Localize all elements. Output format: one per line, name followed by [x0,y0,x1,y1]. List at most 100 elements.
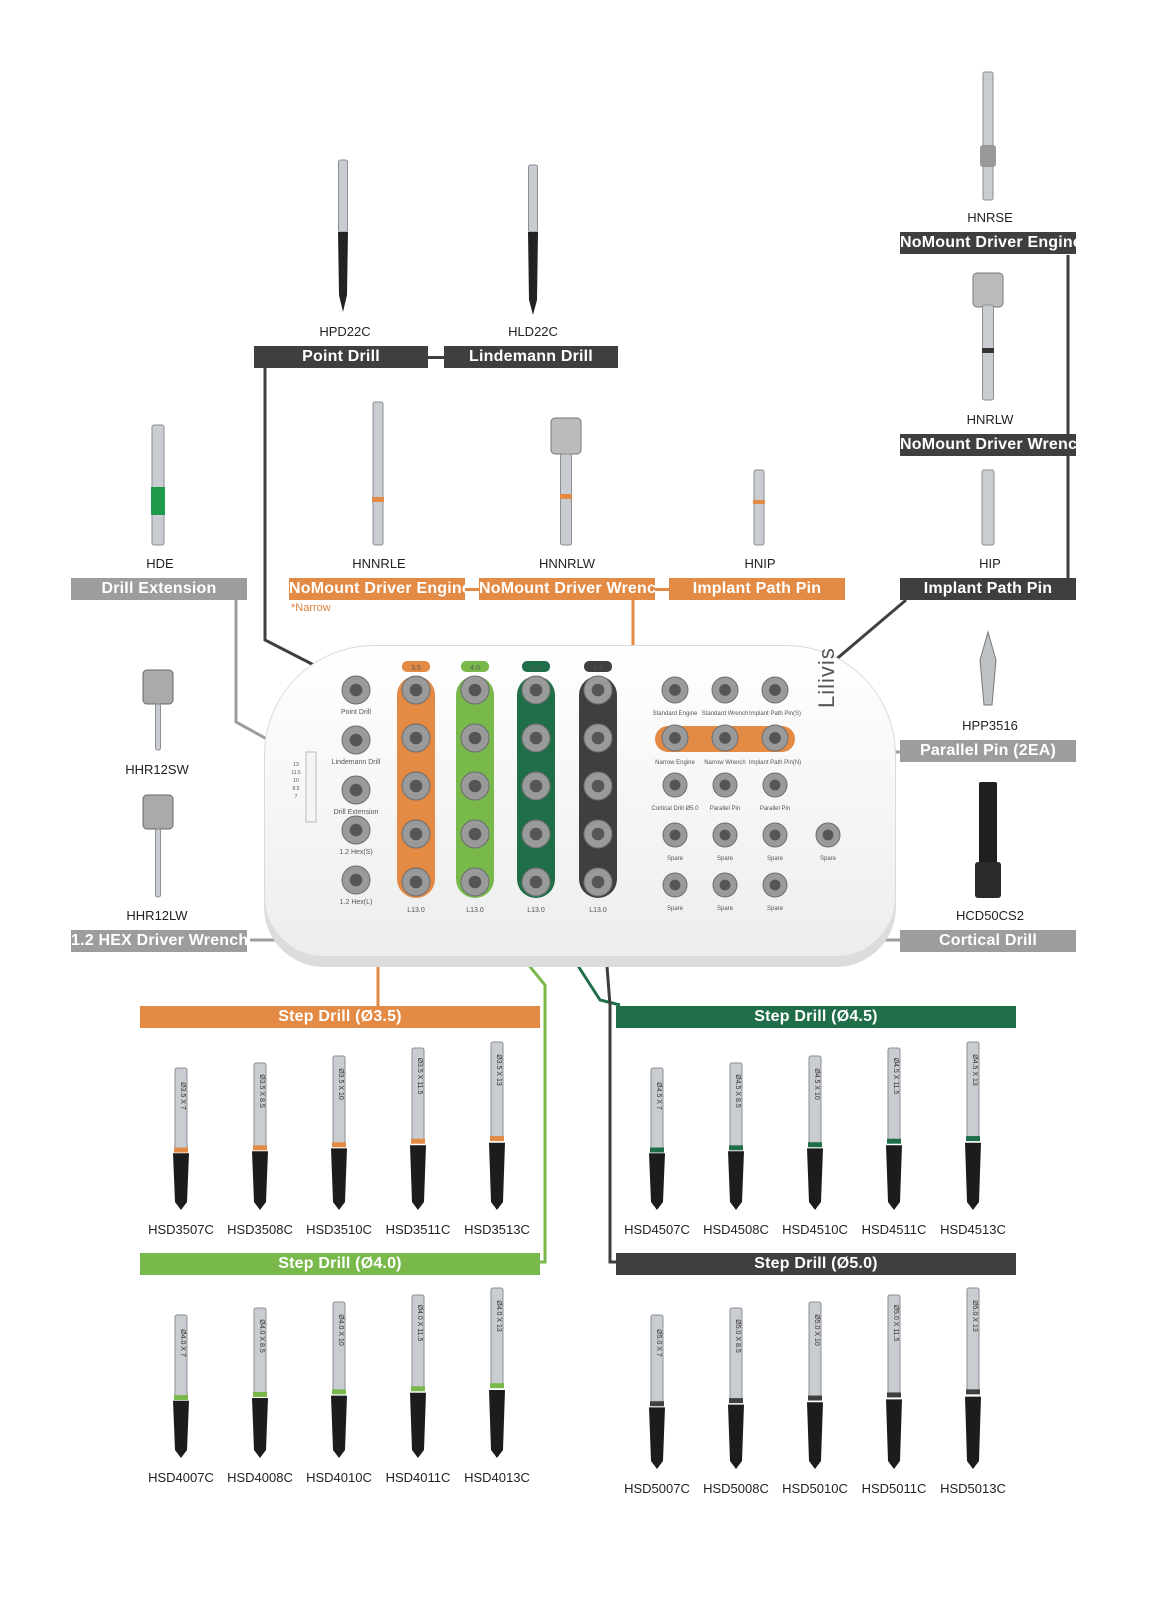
tray-slot-standard-hole [669,684,681,696]
hhr12lw-shaft [155,828,161,898]
tray-slot-standard-label: Implant Path Pin(S) [749,711,801,717]
step-drill-flute [965,1396,981,1469]
step-drill-engraving: Ø5.0 X 10 [813,1314,820,1346]
drill-column-diameter: 4.5 [531,665,541,672]
step-drill-flute [807,1148,823,1210]
step-drill-code: HSD4013C [464,1470,530,1485]
step-drill-band [966,1389,980,1395]
tray-slot-spare-hole [719,829,731,841]
label-hex-driver-wrench: 1.2 HEX Driver Wrench [71,930,247,952]
tray-slot-spare-label: Spare [820,856,837,862]
hhr12sw-shaft [155,703,161,751]
code-HNIP: HNIP [744,556,776,571]
hnrlw-band [982,348,994,353]
tray-slot-spare-label: Spare [767,856,784,862]
hnnrle-band [372,497,384,502]
step-drill-engraving: Ø4.0 X 7 [179,1329,186,1357]
code-HNRSE: HNRSE [967,210,1013,225]
tray-slot-spare-label: Spare [717,856,734,862]
tray-slot-narrow-hole [769,732,781,744]
step-drill-engraving: Ø3.5 X 11.5 [416,1058,423,1095]
hip-pin [981,469,995,546]
parallel-pin [979,630,997,706]
step-drill-code: HSD4010C [306,1470,372,1485]
cortical-drill-head [975,862,1001,898]
label-step-drill-40: Step Drill (Ø4.0) [140,1253,540,1275]
step-drill-flute [886,1145,902,1210]
tray-slot-spare-label: Spare [667,906,684,912]
tray-slot-pin-label: Parallel Pin [710,806,740,812]
hnip-band [753,500,765,504]
step-drill-engraving: Ø4.5 X 7 [655,1082,662,1110]
drill-column-badge [584,661,612,672]
cortical-drill-body [979,782,997,864]
step-drill-code: HSD3507C [148,1222,214,1237]
tray-slot-standard-label: Standard Wrench [702,711,749,717]
drill-column-length: L13.0 [527,907,545,914]
code-HLD22C: HLD22C [508,324,558,339]
step-drill-engraving: Ø5.0 X 11.5 [892,1305,899,1342]
step-drill-flute [728,1404,744,1469]
step-drill-flute [410,1392,426,1458]
tray-slot-spare-label: Spare [717,906,734,912]
step-drill-code: HSD4507C [624,1222,690,1237]
step-drill-flute [173,1400,189,1458]
step-drill-code: HSD4008C [227,1470,293,1485]
step-drill-code: HSD5008C [703,1481,769,1496]
tray-slot-pin-hole [719,779,731,791]
step-drill-flute [410,1145,426,1210]
hnnrle-driver [372,401,384,546]
label-joiner [655,588,669,591]
depth-ruler-mark: 11.5 [291,770,301,776]
step-drill-flute [489,1390,505,1458]
step-drill-band [253,1145,267,1151]
tray-slot-left-hole [349,683,363,697]
step-drill-flute [489,1142,505,1210]
step-drill-engraving: Ø4.5 X 11.5 [892,1058,899,1095]
drill-column-socket-hole [529,779,543,793]
step-drill-engraving: Ø4.5 X 8.5 [734,1074,741,1108]
step-drill-code: HSD3508C [227,1222,293,1237]
depth-ruler-mark: 13 [293,762,299,768]
step-drill-flute [965,1142,981,1210]
step-drill-band [174,1147,188,1153]
depth-ruler-mark: 8.5 [293,786,300,792]
step-drill-code: HSD5011C [861,1481,927,1496]
tray-slot-spare-hole [769,879,781,891]
tray-slot-narrow-label: Implant Path Pin(N) [749,760,801,766]
step-drill-band [966,1136,980,1142]
tray-slot-pin-hole [769,779,781,791]
drill-column-socket-hole [468,827,482,841]
step-drill-band [253,1392,267,1397]
step-drill-flute [886,1399,902,1469]
tray-slot-left-hole [349,823,363,837]
drill-column-badge [522,661,550,672]
hnnrlw-band [560,494,572,499]
step-drill-flute [649,1153,665,1210]
step-drill-engraving: Ø3.5 X 8.5 [258,1074,265,1108]
drill-column-socket-hole [529,683,543,697]
label-step-drill-35: Step Drill (Ø3.5) [140,1006,540,1028]
label-parallel-pin: Parallel Pin (2EA) [900,740,1076,762]
depth-ruler-mark: 7 [295,794,298,800]
drill-column-socket-hole [409,683,423,697]
step-drill-engraving: Ø5.0 X 7 [655,1329,662,1357]
narrow-note: *Narrow [291,602,331,614]
step-drill-code: HSD4007C [148,1470,214,1485]
depth-ruler [305,751,317,823]
label-narrow-implant-path-pin: Implant Path Pin [669,578,845,600]
step-drill-band [808,1142,822,1148]
drill-column-socket-hole [468,731,482,745]
step-drill-band [650,1147,664,1153]
tray-slot-pin-label: Cortical Drill Ø5.0 [651,806,699,812]
drill-column-socket-hole [591,731,605,745]
label-joiner [428,356,444,359]
step-drill-flute [728,1151,744,1210]
step-drill-engraving: Ø3.5 X 10 [337,1068,344,1100]
step-drill-code: HSD4011C [385,1470,451,1485]
code-HNRLW: HNRLW [966,412,1014,427]
drill-column-diameter: 4.0 [470,665,480,672]
drill-column-socket-hole [529,875,543,889]
step-drill-band [411,1138,425,1144]
